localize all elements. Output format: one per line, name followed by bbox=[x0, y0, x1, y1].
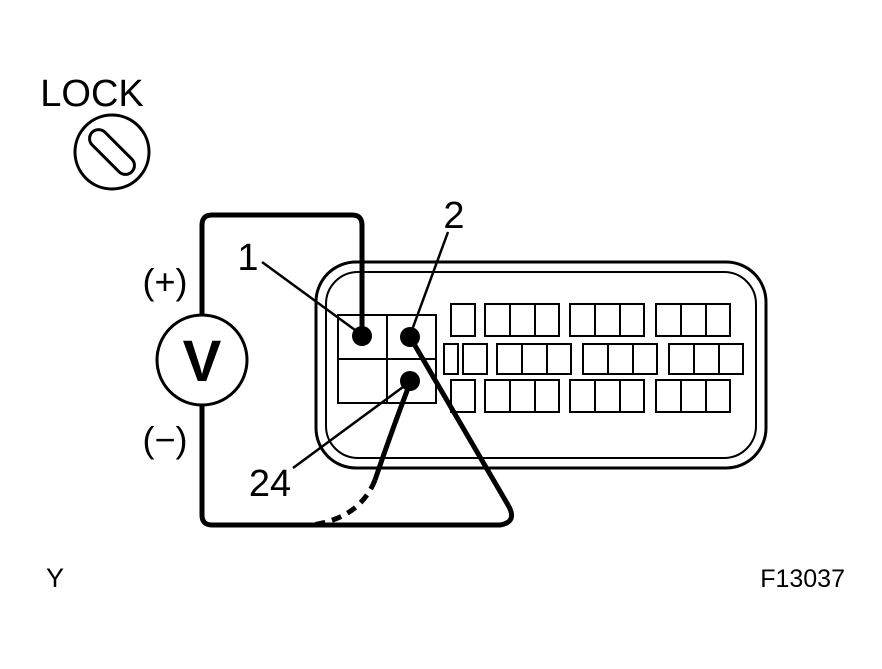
figure-id: F13037 bbox=[760, 565, 845, 593]
terminal-1-label: 1 bbox=[237, 237, 258, 279]
cavity-row-1 bbox=[450, 303, 731, 337]
terminal-1-dot bbox=[352, 326, 372, 346]
voltmeter-positive-label: (+) bbox=[143, 261, 188, 302]
cavity-row-3 bbox=[450, 379, 731, 413]
ignition-key-icon bbox=[73, 113, 151, 191]
terminal-block bbox=[337, 314, 437, 404]
connector-icon bbox=[314, 260, 768, 470]
terminal-2-label: 2 bbox=[443, 195, 464, 237]
ignition-lock-label: LOCK bbox=[40, 73, 143, 115]
cavity-row-2 bbox=[443, 343, 744, 375]
footer-left-code: Y bbox=[46, 563, 64, 593]
leader-lines bbox=[261, 231, 450, 470]
voltmeter-symbol: V bbox=[183, 329, 222, 394]
terminal-24-label: 24 bbox=[249, 463, 291, 505]
terminal-24-dot bbox=[400, 371, 420, 391]
terminal-2-dot bbox=[400, 327, 420, 347]
voltmeter-icon bbox=[155, 313, 249, 407]
test-leads bbox=[199, 212, 515, 528]
voltmeter-negative-label: (−) bbox=[143, 419, 188, 460]
